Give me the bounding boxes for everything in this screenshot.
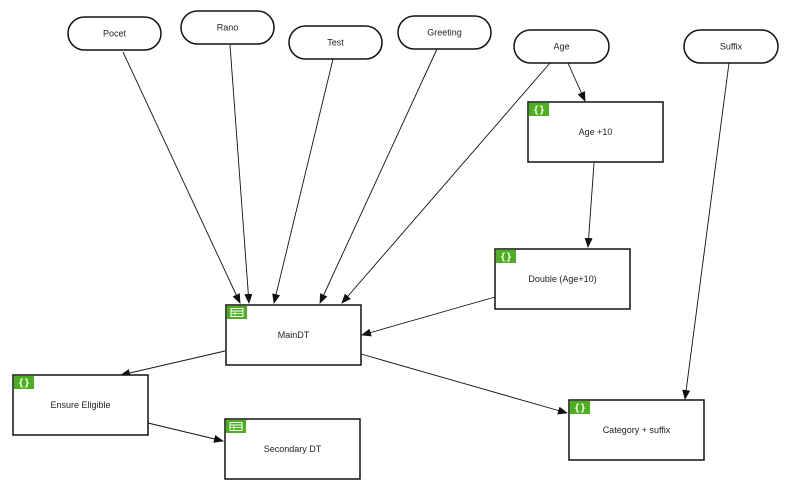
decision-layer: {} Age +10 {} Double (Age+10) MainDT — [12, 101, 705, 480]
literal-expression-icon: {} — [529, 103, 549, 116]
input-node-label: Pocet — [103, 29, 127, 39]
edge-suffix-to-category[interactable] — [682, 62, 730, 400]
input-node-label: Age — [553, 42, 569, 52]
edges-layer — [120, 44, 730, 443]
svg-text:{}: {} — [574, 403, 586, 414]
literal-expression-icon: {} — [496, 250, 516, 263]
decision-node-label: Ensure Eligible — [50, 400, 110, 410]
edge-greeting-to-maindt[interactable] — [319, 48, 438, 304]
edge-test-to-maindt[interactable] — [272, 58, 334, 304]
input-node-label: Test — [327, 38, 344, 48]
decision-node-secondary-dt[interactable]: Secondary DT — [224, 418, 361, 480]
input-node-pocet[interactable]: Pocet — [67, 16, 162, 51]
input-node-rano[interactable]: Rano — [180, 10, 275, 45]
decision-table-icon — [227, 306, 247, 319]
svg-text:{}: {} — [18, 378, 30, 389]
decision-node-age10[interactable]: {} Age +10 — [527, 101, 664, 163]
input-node-test[interactable]: Test — [288, 25, 383, 60]
decision-node-label: Double (Age+10) — [528, 274, 596, 284]
edge-age-to-age10[interactable] — [567, 62, 586, 102]
input-node-suffix[interactable]: Suffix — [683, 29, 779, 64]
svg-text:{}: {} — [533, 105, 545, 116]
decision-node-label: Secondary DT — [264, 444, 322, 454]
input-node-age[interactable]: Age — [513, 29, 610, 64]
decision-node-ensure-eligible[interactable]: {} Ensure Eligible — [12, 374, 149, 436]
edge-maindt-to-category[interactable] — [360, 353, 568, 415]
edge-pocet-to-maindt[interactable] — [122, 51, 241, 304]
edge-ensure-to-secondary[interactable] — [147, 422, 224, 443]
input-data-layer: Pocet Rano Test Greeting Age Suffix — [67, 10, 779, 64]
edge-age10-to-double[interactable] — [584, 162, 595, 248]
literal-expression-icon: {} — [570, 401, 590, 414]
edge-maindt-to-ensure[interactable] — [120, 350, 226, 377]
edge-rano-to-maindt[interactable] — [229, 44, 253, 304]
input-node-label: Greeting — [427, 28, 462, 38]
decision-node-category-suffix[interactable]: {} Category + suffix — [568, 399, 705, 461]
edge-age-to-maindt[interactable] — [341, 62, 551, 304]
input-node-label: Suffix — [720, 42, 743, 52]
decision-node-label: Category + suffix — [603, 425, 671, 435]
decision-node-maindt[interactable]: MainDT — [225, 304, 362, 366]
decision-table-icon — [226, 420, 246, 433]
decision-node-label: MainDT — [278, 330, 310, 340]
edge-double-to-maindt[interactable] — [361, 296, 496, 337]
decision-node-label: Age +10 — [579, 127, 613, 137]
input-node-greeting[interactable]: Greeting — [397, 15, 492, 50]
decision-node-double[interactable]: {} Double (Age+10) — [494, 248, 631, 310]
literal-expression-icon: {} — [14, 376, 34, 389]
svg-text:{}: {} — [500, 252, 512, 263]
input-node-label: Rano — [217, 23, 239, 33]
